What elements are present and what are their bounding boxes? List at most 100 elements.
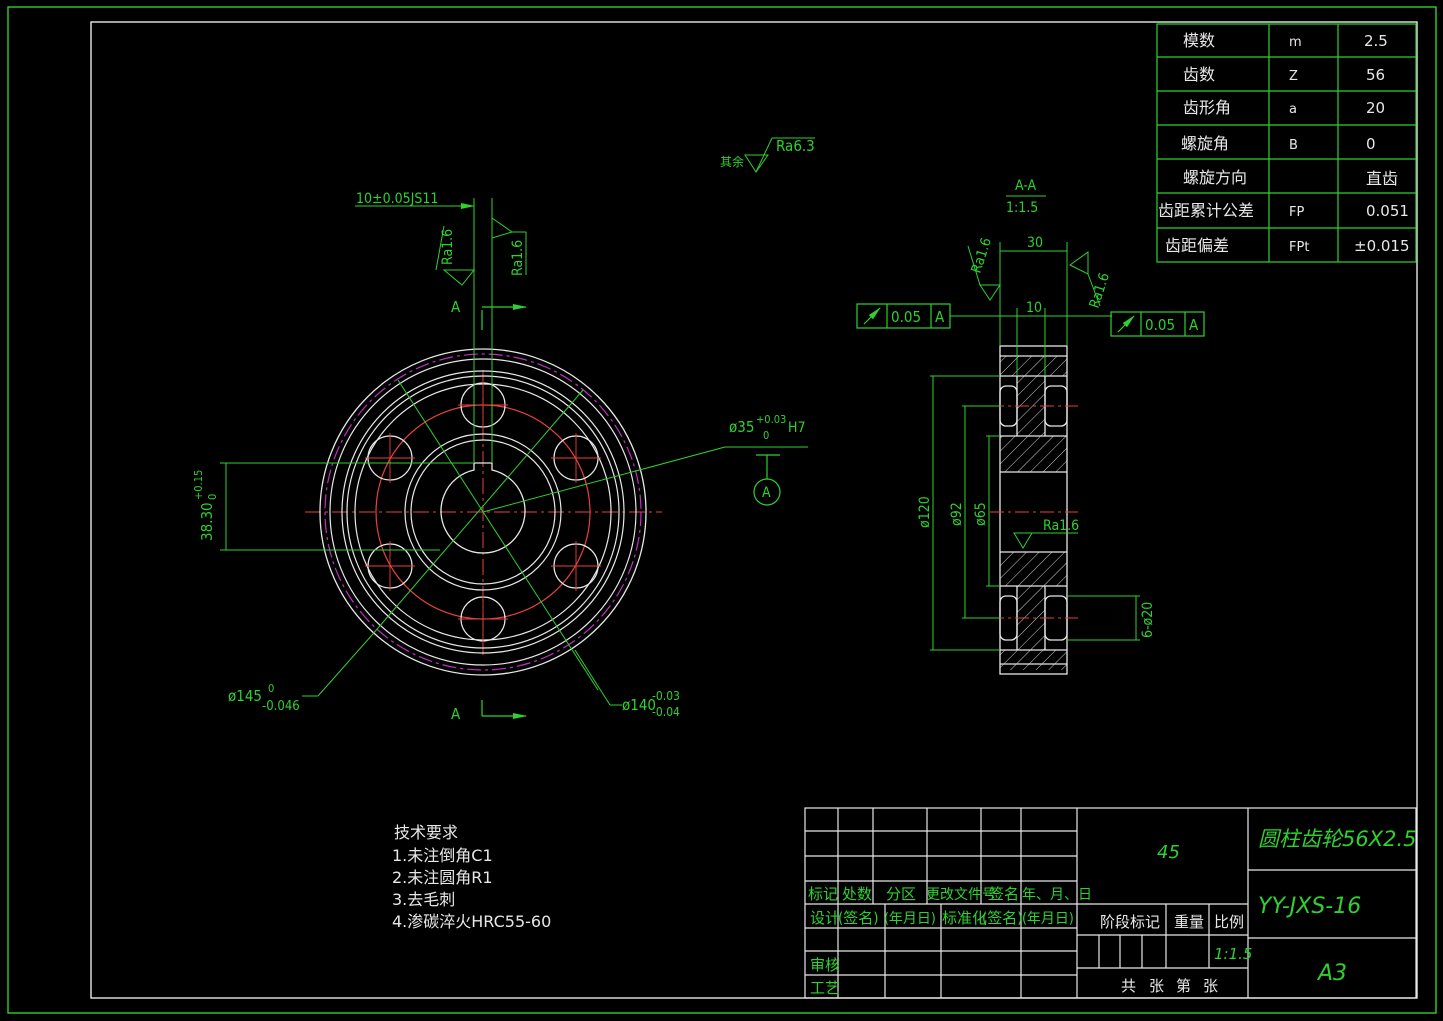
dia92-label: ø92: [949, 502, 965, 526]
ra-general-label: Ra6.3: [776, 137, 815, 155]
tb-total: 共: [1121, 977, 1136, 995]
dia120-label: ø120: [917, 496, 933, 528]
tb-weight: 重量: [1174, 913, 1204, 931]
tb-standard-date: (年月日): [1022, 911, 1074, 927]
tb-h-date: 年、月、日: [1022, 887, 1092, 903]
param-value-2: 20: [1366, 99, 1385, 117]
tb-design-sign: (签名): [838, 909, 879, 927]
param-value-0: 2.5: [1364, 32, 1388, 50]
section-ra-inner-symbol: [1013, 532, 1033, 549]
param-value-1: 56: [1366, 66, 1385, 84]
hole-center-marks: [365, 380, 601, 644]
section-label-bottom: A: [451, 705, 461, 723]
gear-section-outline: [999, 345, 1068, 675]
section-label-top: A: [451, 298, 461, 316]
param-name-3: 螺旋角: [1181, 134, 1229, 153]
param-name-1: 齿数: [1183, 65, 1215, 84]
tb-ratio: 比例: [1214, 913, 1244, 931]
title-block-text: 45 圆柱齿轮56X2.5 YY-JXS-16 A3 1:1.5 标记 处数 分…: [808, 827, 1417, 997]
section-ra-left-symbol: [979, 284, 1001, 301]
tb-design-date: (年月日): [884, 911, 936, 927]
param-symbol-0: m: [1289, 35, 1302, 50]
title-block: [804, 807, 1417, 999]
root-circle: [329, 358, 637, 666]
tech-item-1: 1.未注倒角C1: [392, 846, 493, 865]
outer-tol-upper: 0: [268, 682, 274, 695]
web-dim-label: 10: [1026, 300, 1042, 316]
rim-chamfer-circle: [346, 375, 620, 649]
param-symbol-5: FP: [1289, 205, 1304, 220]
hub-chamfer-circle: [410, 439, 556, 585]
tech-requirements: 技术要求 1.未注倒角C1 2.未注圆角R1 3.去毛刺 4.渗碳淬火HRC55…: [392, 823, 551, 931]
ra-right-symbol: [491, 217, 514, 239]
tb-sheets: 张: [1149, 977, 1164, 995]
param-value-4: 直齿: [1366, 169, 1398, 188]
tb-material: 45: [1157, 842, 1180, 863]
runout-left-tol: 0.05: [891, 308, 921, 326]
tb-process: 工艺: [810, 979, 840, 997]
tb-standard: 标准化: [942, 909, 987, 927]
outer-dim-label: ø145: [228, 687, 262, 705]
width-dim-label: 30: [1027, 235, 1043, 251]
param-symbol-6: FPt: [1289, 240, 1309, 255]
param-symbol-1: Z: [1289, 69, 1298, 84]
keyway-depth-label: 38.30: [198, 502, 216, 541]
runout-left-datum: A: [935, 308, 945, 326]
leader-bore: [482, 446, 726, 513]
bore-fit-label: H7: [788, 420, 806, 436]
keyway-depth-tol-lower: 0: [206, 494, 219, 500]
tb-h-mark: 标记: [808, 885, 838, 903]
rim-outer-circle: [341, 370, 625, 654]
section-ra-inner-label: Ra1.6: [1043, 518, 1079, 534]
tb-drawing-no: YY-JXS-16: [1258, 894, 1361, 919]
runout-right-tol: 0.05: [1145, 316, 1175, 334]
pitch-tol-lower: -0.04: [652, 705, 680, 719]
param-name-2: 齿形角: [1183, 98, 1231, 117]
section-title: A-A: [1015, 178, 1037, 194]
tech-item-2: 2.未注圆角R1: [392, 868, 493, 887]
param-value-6: ±0.015: [1354, 237, 1410, 255]
tb-h-count: 处数: [842, 885, 872, 903]
pitch-tol-upper: -0.03: [652, 689, 680, 703]
pitch-circle: [324, 353, 642, 671]
section-ra-right-symbol: [1069, 251, 1089, 275]
ra-right-label: Ra1.6: [510, 240, 526, 276]
inner-border: [90, 21, 1418, 999]
ra-left-symbol: [442, 269, 476, 286]
leader-outer: [317, 634, 373, 697]
tb-h-change: 更改文件号: [926, 887, 996, 903]
tb-review: 审核: [810, 956, 840, 974]
tech-item-3: 3.去毛刺: [392, 890, 455, 909]
tb-h-zone: 分区: [886, 885, 916, 903]
holes-dim-label: 6-ø20: [1140, 602, 1156, 638]
param-name-0: 模数: [1183, 31, 1215, 50]
datum-label: A: [762, 485, 771, 501]
param-symbol-2: a: [1289, 102, 1297, 117]
param-symbol-3: B: [1289, 138, 1298, 153]
leader-pitch: [574, 649, 611, 706]
tb-part-name: 圆柱齿轮56X2.5: [1258, 827, 1417, 851]
outer-border: [7, 6, 1437, 1014]
tb-sheet-size: A3: [1316, 961, 1347, 986]
tech-item-4: 4.渗碳淬火HRC55-60: [392, 912, 551, 931]
front-view: 38.30 +0.15 0 10±0.05JS11 Ra1.6 Ra1.6 A: [192, 137, 815, 723]
tb-h-sign: 签名: [989, 885, 1019, 903]
tb-sheets2: 张: [1203, 977, 1218, 995]
bore-tol-lower: 0: [763, 429, 769, 442]
runout-frame-right: [1110, 311, 1205, 337]
runout-frame-left: [856, 303, 951, 329]
section-ra-right-label: Ra1.6: [1087, 271, 1113, 310]
ra-general-prefix: 其余: [720, 154, 744, 169]
dia65-label: ø65: [973, 502, 989, 526]
section-view: A-A 1:1.5: [856, 178, 1205, 675]
outer-tol-lower: -0.046: [262, 699, 300, 714]
runout-right-datum: A: [1189, 316, 1199, 334]
tb-design: 设计: [810, 909, 840, 927]
section-scale: 1:1.5: [1006, 200, 1038, 216]
ra-general-symbol: [744, 154, 769, 173]
keyway-depth-tol-upper: +0.15: [192, 470, 205, 500]
param-value-5: 0.051: [1366, 202, 1409, 220]
addendum-circle: [319, 348, 647, 676]
tb-nth: 第: [1176, 977, 1191, 995]
ra-left-label: Ra1.6: [440, 229, 456, 265]
